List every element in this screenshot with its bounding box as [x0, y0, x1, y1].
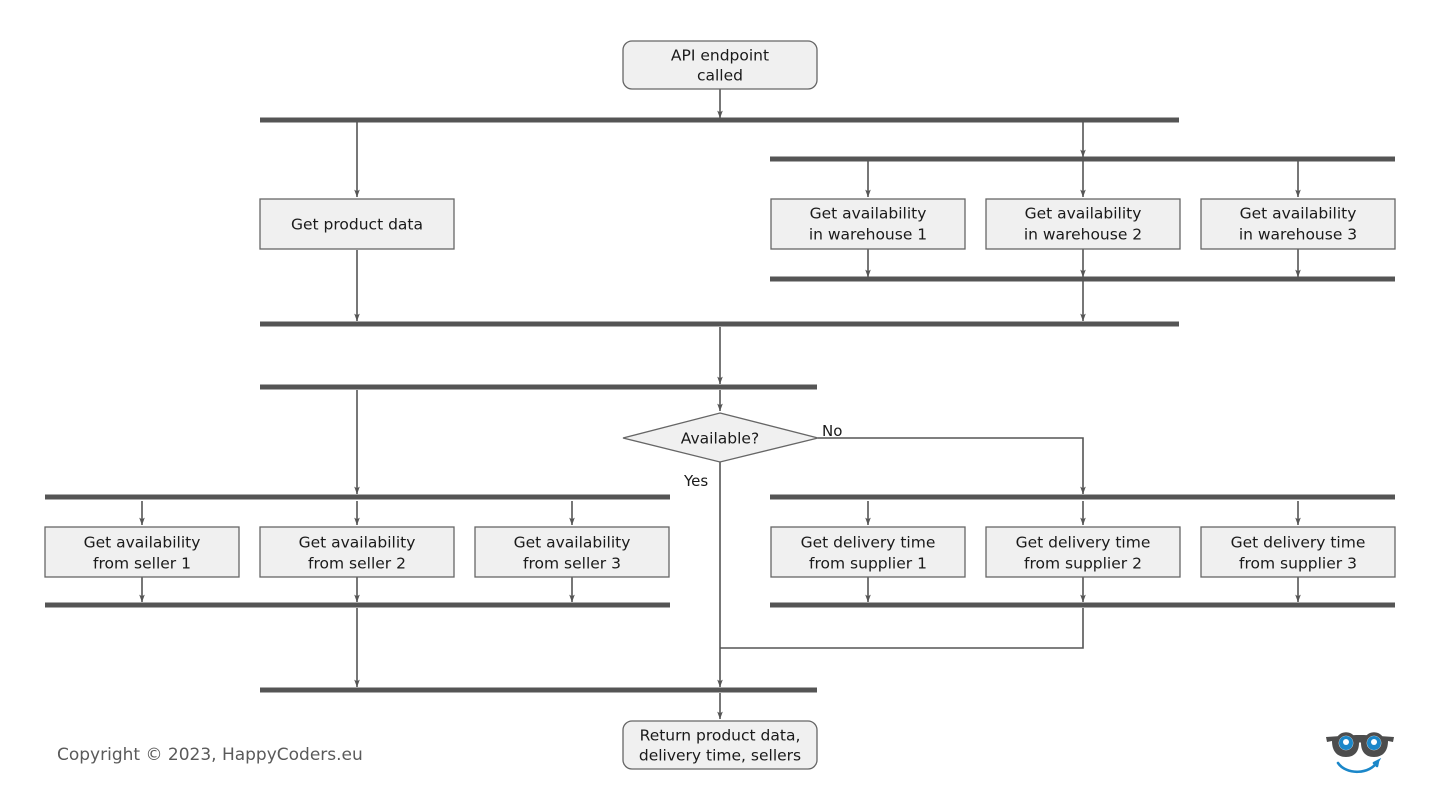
- node-seller-2-line1: Get availability: [299, 534, 416, 552]
- node-warehouse-1-line2: in warehouse 1: [809, 226, 927, 244]
- node-get-product-data-line1: Get product data: [291, 216, 423, 234]
- edge-label-yes: Yes: [683, 472, 708, 490]
- node-supplier-1-line2: from supplier 1: [809, 555, 927, 573]
- node-seller-3-shape: [474, 526, 670, 578]
- edge-supplierjoin-to-maincolumn: [720, 608, 1084, 649]
- copyright-text: Copyright © 2023, HappyCoders.eu: [57, 745, 363, 765]
- node-seller-1-line2: from seller 1: [93, 555, 191, 573]
- edges-group: [139, 89, 1301, 720]
- node-supplier-1[interactable]: Get delivery time from supplier 1: [770, 526, 966, 578]
- node-supplier-2[interactable]: Get delivery time from supplier 2: [985, 526, 1181, 578]
- node-warehouse-1-line1: Get availability: [810, 205, 927, 223]
- node-start[interactable]: API endpoint called: [622, 40, 818, 90]
- node-end-line1: Return product data,: [640, 727, 801, 745]
- node-supplier-1-line1: Get delivery time: [801, 534, 936, 552]
- node-seller-2[interactable]: Get availability from seller 2: [259, 526, 455, 578]
- node-warehouse-3-shape: [1200, 198, 1396, 250]
- node-get-product-data[interactable]: Get product data: [259, 198, 455, 250]
- node-warehouse-1-shape: [770, 198, 966, 250]
- node-supplier-1-shape: [770, 526, 966, 578]
- node-seller-3-line1: Get availability: [514, 534, 631, 552]
- smile-icon: [1336, 757, 1382, 774]
- node-start-line1: API endpoint: [671, 47, 769, 65]
- node-seller-2-line2: from seller 2: [308, 555, 406, 573]
- node-seller-1-line1: Get availability: [84, 534, 201, 552]
- node-supplier-2-line2: from supplier 2: [1024, 555, 1142, 573]
- node-supplier-2-shape: [985, 526, 1181, 578]
- node-decision-available-label: Available?: [681, 430, 759, 448]
- pupil-left: [1343, 739, 1349, 745]
- rim-left: [1335, 732, 1357, 754]
- node-supplier-3-line1: Get delivery time: [1231, 534, 1366, 552]
- node-warehouse-1[interactable]: Get availability in warehouse 1: [770, 198, 966, 250]
- node-start-line2: called: [697, 67, 743, 85]
- node-decision-available[interactable]: Available?: [622, 412, 819, 463]
- node-seller-2-shape: [259, 526, 455, 578]
- node-warehouse-3[interactable]: Get availability in warehouse 3: [1200, 198, 1396, 250]
- node-supplier-3-line2: from supplier 3: [1239, 555, 1357, 573]
- node-seller-1[interactable]: Get availability from seller 1: [44, 526, 240, 578]
- node-end-shape: [622, 720, 818, 770]
- node-seller-3[interactable]: Get availability from seller 3: [474, 526, 670, 578]
- edge-decision-no-to-supplierfork: [818, 437, 1086, 495]
- node-warehouse-2[interactable]: Get availability in warehouse 2: [985, 198, 1181, 250]
- node-warehouse-3-line2: in warehouse 3: [1239, 226, 1357, 244]
- bars-group: [45, 117, 1395, 693]
- glasses-icon: [1326, 732, 1394, 757]
- node-warehouse-2-line1: Get availability: [1025, 205, 1142, 223]
- node-seller-1-shape: [44, 526, 240, 578]
- pupil-right: [1371, 739, 1377, 745]
- node-warehouse-2-line2: in warehouse 2: [1024, 226, 1142, 244]
- edge-label-no: No: [822, 422, 842, 440]
- node-supplier-3-shape: [1200, 526, 1396, 578]
- node-start-shape: [622, 40, 818, 90]
- rim-right: [1363, 732, 1385, 754]
- node-warehouse-2-shape: [985, 198, 1181, 250]
- node-warehouse-3-line1: Get availability: [1240, 205, 1357, 223]
- node-supplier-3[interactable]: Get delivery time from supplier 3: [1200, 526, 1396, 578]
- node-get-product-data-shape: [259, 198, 455, 250]
- happycoders-logo: [1326, 732, 1394, 774]
- node-supplier-2-line1: Get delivery time: [1016, 534, 1151, 552]
- node-end[interactable]: Return product data, delivery time, sell…: [622, 720, 818, 770]
- node-decision-available-shape: [622, 412, 819, 463]
- node-end-line2: delivery time, sellers: [639, 747, 801, 765]
- node-seller-3-line2: from seller 3: [523, 555, 621, 573]
